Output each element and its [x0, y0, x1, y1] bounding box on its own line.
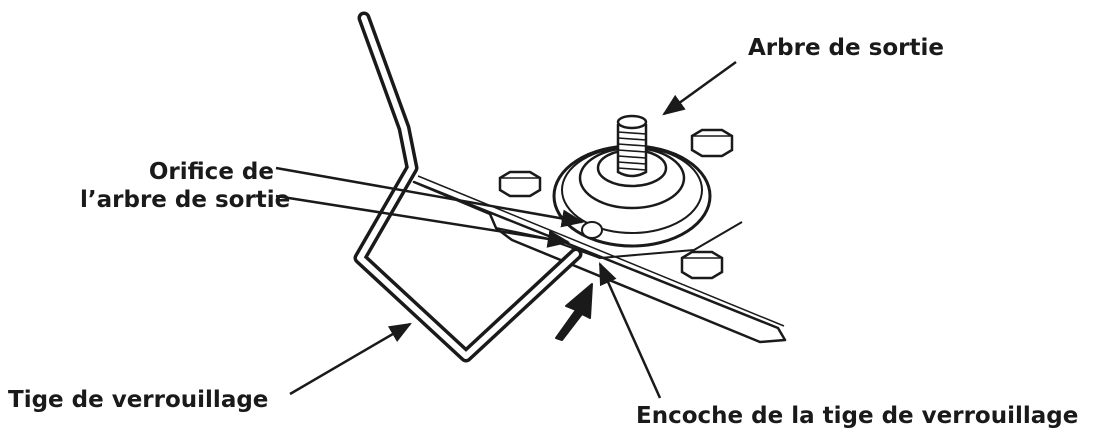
hex-bolt-right-bottom [680, 250, 724, 280]
push-direction-arrow-icon [555, 283, 593, 341]
output-shaft-hole-label-line2: l’arbre de sortie [80, 187, 291, 213]
output-shaft-assembly [552, 114, 712, 248]
hex-bolt-left [498, 170, 542, 198]
output-shaft-hole-label: Orifice de l’arbre de sortie [80, 158, 290, 214]
lock-rod [353, 11, 583, 363]
leader-lines [275, 60, 737, 399]
leader-output-shaft [662, 60, 737, 116]
leader-output-shaft-hole-lower [275, 194, 571, 248]
output-shaft-hole-label-line1: Orifice de [148, 159, 274, 185]
lock-rod-label: Tige de verrouillage [8, 387, 269, 413]
leader-lock-rod-notch [598, 261, 662, 399]
output-shaft-label: Arbre de sortie [748, 35, 944, 61]
leader-lock-rod [289, 322, 412, 396]
lock-rod-notch-label: Encoche de la tige de verrouillage [636, 403, 1079, 429]
leader-output-shaft-hole-upper [275, 166, 585, 228]
hex-bolt-right-top [690, 128, 734, 158]
